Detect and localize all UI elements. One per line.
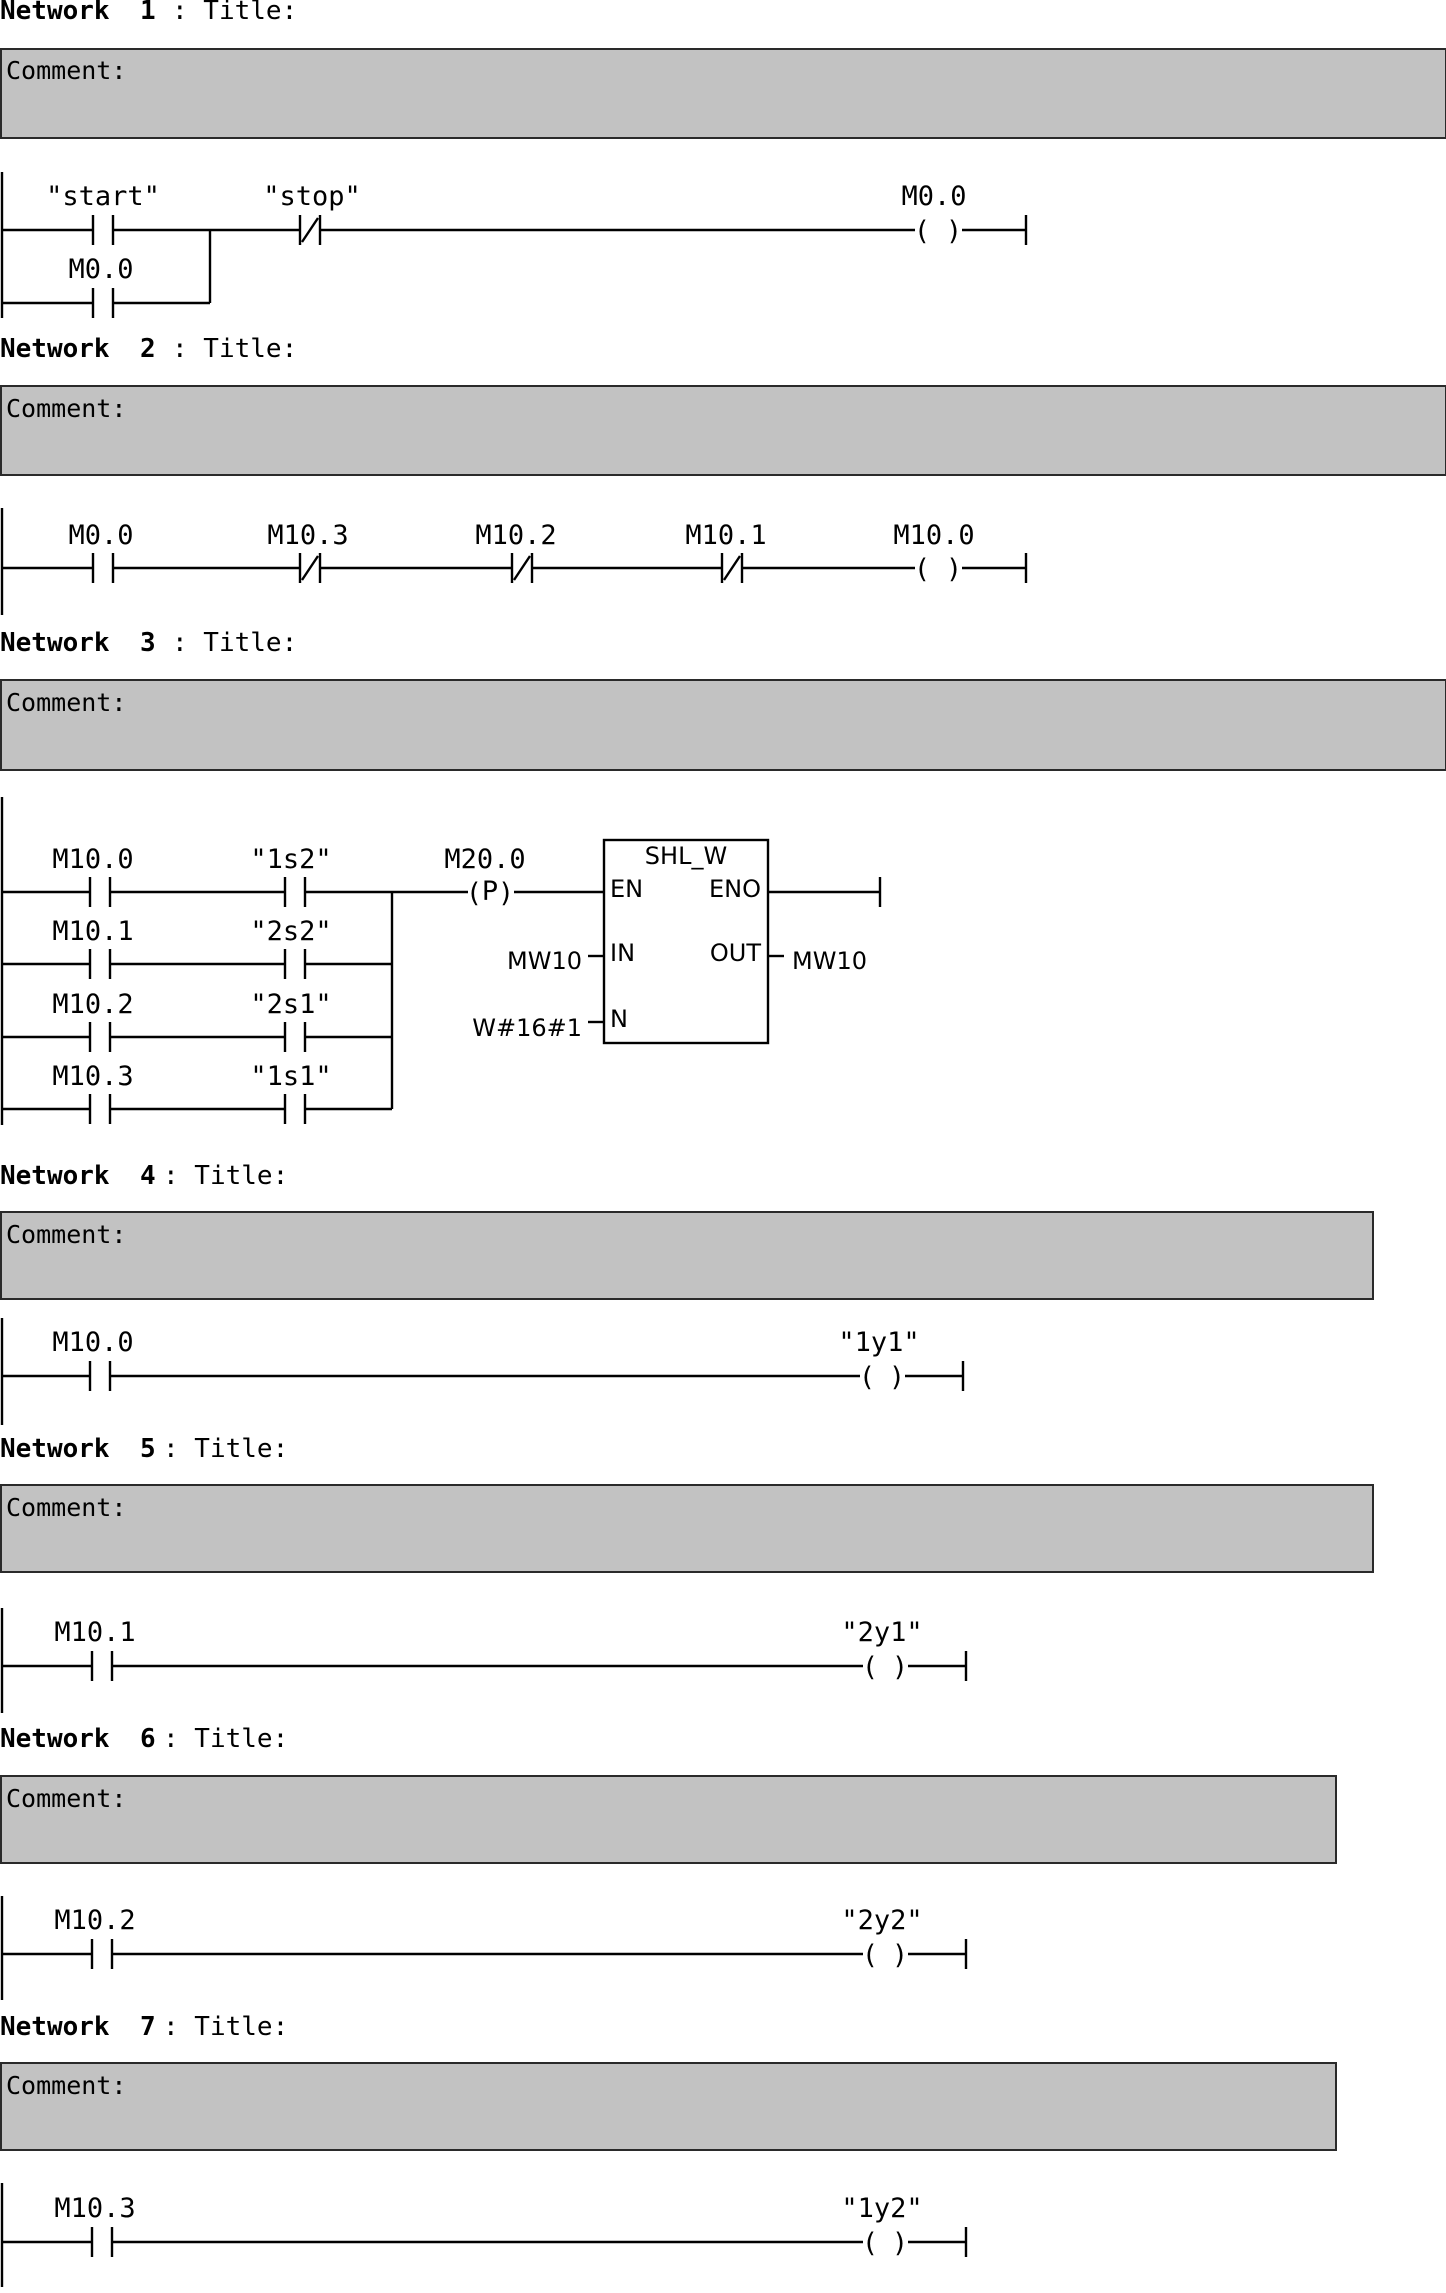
network-5: Network 5 : Title: Comment: ( ) M10.1 "2… (0, 1434, 1374, 1713)
network-title-label: : Title: (172, 0, 297, 26)
network-title-label: : Title: (163, 1434, 288, 1464)
block-n-operand: W#16#1 (472, 1014, 582, 1042)
contact-label: "1s1" (250, 1061, 331, 1092)
block-pin-out: OUT (710, 939, 761, 967)
block-pin-n: N (610, 1005, 628, 1033)
nc-contact (513, 555, 531, 581)
contact-label: M10.2 (475, 520, 556, 551)
network-title-label: : Title: (172, 628, 297, 658)
block-out-operand: MW10 (792, 947, 867, 975)
coil-open-paren: ( (466, 878, 482, 909)
contact-label: M0.0 (68, 520, 133, 551)
contact-label: M10.0 (52, 1327, 133, 1358)
shl-w-block[interactable] (602, 838, 770, 1045)
coil-close-paren: ) (889, 1362, 905, 1393)
coil-close-paren: ) (892, 1940, 908, 1971)
contact-label: M10.1 (52, 916, 133, 947)
network-title-label: : Title: (172, 334, 297, 364)
coil-label: "1y2" (841, 2193, 922, 2224)
coil-close-paren: ) (892, 2228, 908, 2259)
network-7: Network 7 : Title: Comment: ( ) M10.3 "1… (0, 2012, 1337, 2287)
network-number: 3 (140, 628, 156, 658)
coil-open-paren: ( (914, 216, 930, 247)
network-4: Network 4 : Title: Comment: ( ) M10.0 "1… (0, 1161, 1374, 1425)
comment-label: Comment: (6, 56, 126, 85)
comment-box[interactable] (0, 1484, 1374, 1573)
contact-label: M10.3 (52, 1061, 133, 1092)
block-in-operand: MW10 (507, 947, 582, 975)
comment-box[interactable] (0, 385, 1446, 476)
network-title-label: : Title: (163, 1724, 288, 1754)
comment-box[interactable] (0, 679, 1446, 771)
coil-open-paren: ( (862, 1940, 878, 1971)
block-name: SHL_W (645, 842, 727, 870)
edge-coil-symbol: P (482, 876, 498, 907)
nc-contact (723, 555, 741, 581)
comment-label: Comment: (6, 1493, 126, 1522)
network-6: Network 6 : Title: Comment: ( ) M10.2 "2… (0, 1724, 1337, 2000)
coil-label: "2y2" (841, 1905, 922, 1936)
network-title-label: : Title: (163, 1161, 288, 1191)
network-1: Network 1 : Title: Comment: ( ) "start" … (0, 0, 1446, 318)
nc-contact-stop (301, 217, 319, 243)
coil-close-paren: ) (946, 216, 962, 247)
coil-label: "2y1" (841, 1617, 922, 1648)
network-header-word: Network (0, 628, 110, 658)
contact-label: M10.0 (52, 844, 133, 875)
comment-box[interactable] (0, 48, 1446, 139)
network-header-word: Network (0, 1434, 110, 1464)
contact-label: "2s1" (250, 989, 331, 1020)
coil-open-paren: ( (859, 1362, 875, 1393)
contact-label: "1s2" (250, 844, 331, 875)
contact-label: M10.2 (52, 989, 133, 1020)
coil-close-paren: ) (892, 1652, 908, 1683)
coil-label: M0.0 (901, 181, 966, 212)
comment-label: Comment: (6, 1220, 126, 1249)
comment-label: Comment: (6, 394, 126, 423)
block-pin-eno: ENO (709, 875, 761, 903)
network-number: 7 (140, 2012, 156, 2042)
network-2: Network 2 : Title: Comment: ( ) M0.0 M10… (0, 334, 1446, 615)
network-number: 6 (140, 1724, 156, 1754)
coil-close-paren: ) (946, 554, 962, 585)
network-header-word: Network (0, 1724, 110, 1754)
comment-box[interactable] (0, 1211, 1374, 1300)
contact-label: "start" (46, 181, 160, 212)
coil-open-paren: ( (862, 2228, 878, 2259)
comment-box[interactable] (0, 1775, 1337, 1864)
network-header-word: Network (0, 334, 110, 364)
contact-label: "stop" (263, 181, 361, 212)
network-title-label: : Title: (163, 2012, 288, 2042)
comment-label: Comment: (6, 688, 126, 717)
network-number: 4 (140, 1161, 156, 1191)
network-header-word: Network (0, 0, 110, 26)
comment-box[interactable] (0, 2062, 1337, 2151)
network-number: 2 (140, 334, 156, 364)
coil-label: M10.0 (893, 520, 974, 551)
comment-label: Comment: (6, 2071, 126, 2100)
coil-close-paren: ) (498, 878, 514, 909)
coil-label: "1y1" (838, 1327, 919, 1358)
coil-label: M20.0 (444, 844, 525, 875)
contact-label: M0.0 (68, 254, 133, 285)
coil-open-paren: ( (914, 554, 930, 585)
coil-open-paren: ( (862, 1652, 878, 1683)
contact-label: M10.3 (267, 520, 348, 551)
block-pin-in: IN (610, 939, 635, 967)
contact-label: "2s2" (250, 916, 331, 947)
contact-label: M10.1 (685, 520, 766, 551)
network-number: 5 (140, 1434, 156, 1464)
nc-contact (301, 555, 319, 581)
block-pin-en: EN (610, 875, 643, 903)
network-header-word: Network (0, 2012, 110, 2042)
network-3: Network 3 : Title: Comment: (0, 628, 1446, 1125)
network-number: 1 (140, 0, 156, 26)
network-header-word: Network (0, 1161, 110, 1191)
comment-label: Comment: (6, 1784, 126, 1813)
contact-label: M10.3 (54, 2193, 135, 2224)
contact-label: M10.1 (54, 1617, 135, 1648)
contact-label: M10.2 (54, 1905, 135, 1936)
